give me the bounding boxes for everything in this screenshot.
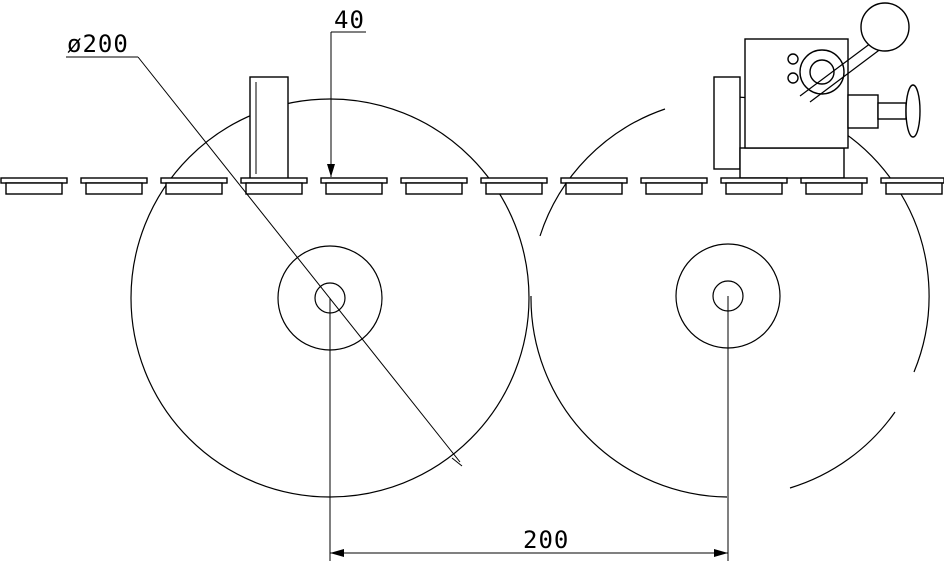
- roller-body: [885, 182, 943, 195]
- center-distance-dimension: 200: [329, 296, 729, 561]
- roller-top: [400, 177, 468, 184]
- right-wheel-arc-lower-left: [530, 295, 728, 498]
- machine-shaft-housing: [847, 94, 879, 129]
- roller-top: [240, 177, 308, 184]
- height-label: 40: [334, 6, 365, 34]
- roller-top: [640, 177, 708, 184]
- roller-conveyor: [0, 177, 944, 195]
- height-dimension: 40: [327, 6, 366, 177]
- lever-arm-line: [809, 47, 883, 103]
- diameter-dimension: ø200: [66, 30, 463, 467]
- roller-body: [485, 182, 543, 195]
- machine-base-block: [739, 147, 845, 179]
- roller-item: [400, 177, 468, 195]
- roller-item: [480, 177, 548, 195]
- roller-body: [565, 182, 623, 195]
- roller-item: [640, 177, 708, 195]
- bolt-icon: [787, 72, 799, 84]
- machine-head: [713, 2, 921, 179]
- roller-top: [560, 177, 628, 184]
- roller-top: [0, 177, 68, 184]
- machine-back-plate: [713, 76, 741, 170]
- roller-body: [245, 182, 303, 195]
- roller-item: [80, 177, 148, 195]
- roller-top: [880, 177, 944, 184]
- roller-top: [800, 177, 868, 184]
- roller-item: [720, 177, 788, 195]
- center-distance-label: 200: [523, 526, 569, 554]
- roller-top: [480, 177, 548, 184]
- roller-body: [5, 182, 63, 195]
- roller-top: [160, 177, 228, 184]
- diameter-label: ø200: [67, 30, 129, 58]
- lever-hub-inner-circle: [809, 59, 835, 85]
- height-arrowhead: [327, 164, 335, 177]
- roller-item: [320, 177, 388, 195]
- right-wheel-arc-lower-right: [789, 411, 896, 489]
- roller-top: [720, 177, 788, 184]
- lever-ball-knob: [860, 2, 910, 52]
- roller-top: [320, 177, 388, 184]
- roller-item: [560, 177, 628, 195]
- roller-item: [880, 177, 944, 195]
- roller-top: [80, 177, 148, 184]
- right-arrowhead: [714, 549, 728, 557]
- roller-item: [800, 177, 868, 195]
- left-arrowhead: [330, 549, 344, 557]
- lever-arm-line: [799, 39, 876, 97]
- roller-item: [0, 177, 68, 195]
- roller-body: [725, 182, 783, 195]
- roller-body: [405, 182, 463, 195]
- handwheel-knob: [905, 84, 921, 138]
- roller-body: [85, 182, 143, 195]
- bolt-icon: [787, 53, 799, 65]
- roller-item: [240, 177, 308, 195]
- diameter-arrow-tick: [451, 457, 463, 467]
- roller-body: [805, 182, 863, 195]
- roller-body: [165, 182, 223, 195]
- roller-body: [325, 182, 383, 195]
- right-wheel-arc-upper-left: [539, 108, 666, 237]
- roller-body: [645, 182, 703, 195]
- machine-shaft: [877, 102, 907, 120]
- roller-item: [160, 177, 228, 195]
- diameter-leader-line: [137, 56, 461, 463]
